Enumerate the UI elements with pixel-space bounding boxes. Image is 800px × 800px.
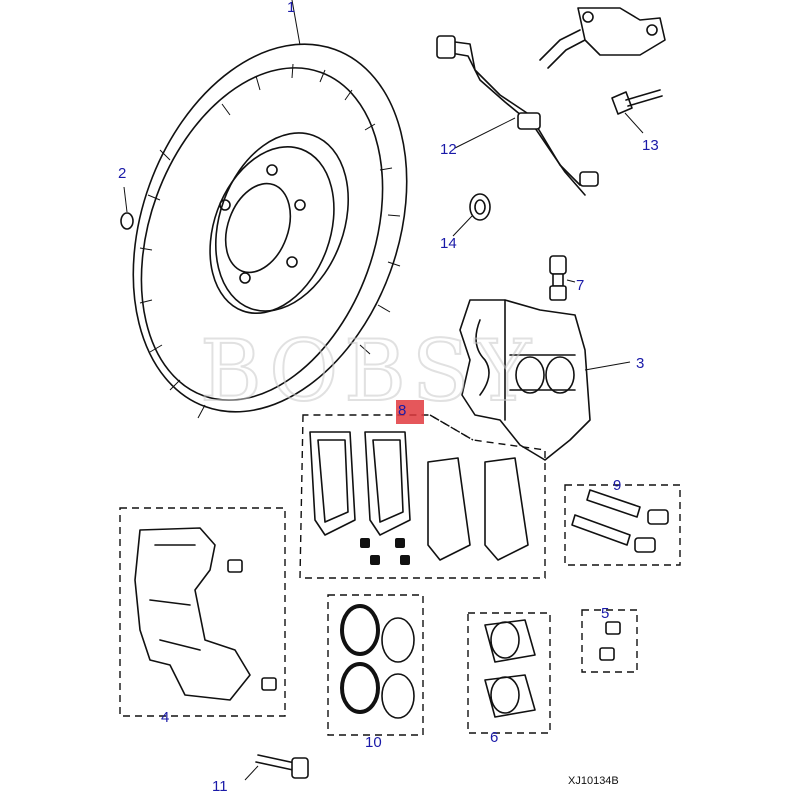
callout-1: 1 xyxy=(287,0,295,16)
part-13-bolt xyxy=(611,89,663,134)
callout-5: 5 xyxy=(601,605,609,622)
part-10-seal-kit xyxy=(327,594,424,736)
callout-11: 11 xyxy=(212,778,228,795)
part-11-bolt xyxy=(244,754,309,781)
part-5-bolts xyxy=(581,609,638,673)
part-12-brake-hose xyxy=(436,7,666,196)
part-1-brake-disc xyxy=(132,0,408,419)
callout-6: 6 xyxy=(490,729,498,746)
callout-10: 10 xyxy=(365,734,382,751)
callout-8-highlight xyxy=(396,400,424,424)
part-3-caliper xyxy=(459,299,631,461)
part-4-caliper-carrier xyxy=(119,507,286,717)
callout-8: 8 xyxy=(398,402,406,419)
part-9-guide-pins xyxy=(564,484,681,566)
part-2-disc-screw xyxy=(120,186,134,230)
drawing-reference: XJ10134B xyxy=(568,775,619,787)
watermark: BOBSY xyxy=(200,322,537,420)
callout-3: 3 xyxy=(636,355,644,372)
part-6-pistons xyxy=(467,612,551,734)
part-8-brake-pads xyxy=(299,414,546,579)
callout-7: 7 xyxy=(576,277,584,294)
callout-12: 12 xyxy=(440,141,457,158)
callout-9: 9 xyxy=(613,477,621,494)
callout-2: 2 xyxy=(118,165,126,182)
callout-14: 14 xyxy=(440,235,457,252)
callout-4: 4 xyxy=(161,709,169,726)
part-14-washer xyxy=(452,193,491,237)
callouts: 1 2 3 4 5 6 7 8 9 10 11 12 13 14 xyxy=(118,0,659,795)
part-7-bleed-screw xyxy=(549,255,576,301)
callout-13: 13 xyxy=(642,137,659,154)
